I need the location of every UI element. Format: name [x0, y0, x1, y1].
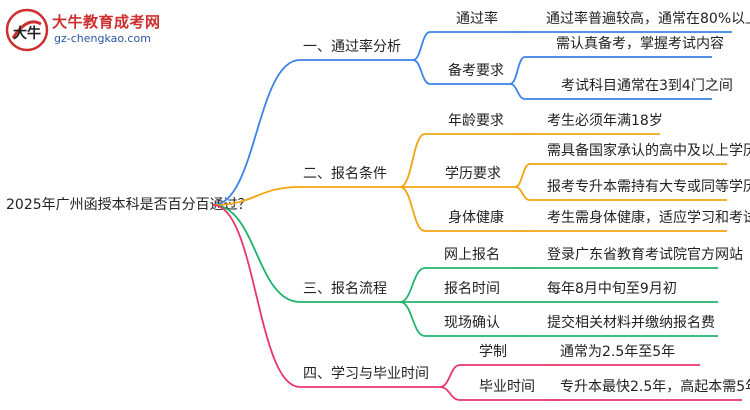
sub-connector — [439, 364, 461, 388]
logo-mark-icon: 大牛 — [5, 8, 49, 52]
leaf-text: 提交相关材料并缴纳报名费 — [547, 314, 715, 331]
leaf-text: 每年8月中旬至9月初 — [547, 280, 677, 297]
sub-topic-label: 现场确认 — [444, 315, 500, 331]
leaf-text: 专升本最快2.5年，高起本需5年 — [560, 378, 750, 395]
leaf-text: 通常为2.5年至5年 — [560, 344, 675, 360]
branch-label: 二、报名条件 — [303, 165, 387, 182]
leaf-text: 登录广东省教育考试院官方网站 — [547, 247, 743, 263]
leaf-text: 考试科目通常在3到4门之间 — [561, 78, 733, 94]
sub-topic-label: 备考要求 — [448, 62, 504, 79]
sub-connector — [399, 267, 426, 303]
branch-connector — [212, 186, 301, 206]
branch-connector — [212, 204, 301, 388]
sub-connector — [399, 186, 426, 232]
sub-connector — [399, 133, 426, 188]
leaf-text: 报考专升本需持有大专或同等学历 — [547, 178, 750, 195]
svg-text:大牛: 大牛 — [13, 25, 41, 42]
leaf-connector — [509, 83, 526, 100]
sub-topic-label: 毕业时间 — [479, 379, 535, 395]
leaf-text: 考生必须年满18岁 — [547, 113, 663, 129]
leaf-text: 通过率普遍较高，通常在80%以上 — [546, 10, 750, 27]
leaf-text: 需认真备考，掌握考试内容 — [556, 35, 724, 52]
sub-topic-label: 通过率 — [456, 10, 498, 27]
branch-connector — [212, 204, 301, 303]
sub-topic-label: 学历要求 — [445, 166, 501, 182]
logo-url: gz-chengkao.com — [54, 32, 151, 45]
leaf-text: 考生需身体健康，适应学习和考试 — [547, 209, 750, 226]
sub-connector — [439, 386, 461, 401]
sub-connector — [412, 59, 431, 85]
sub-topic-label: 报名时间 — [444, 281, 500, 297]
root-topic: 2025年广州函授本科是否百分百通过？ — [6, 197, 252, 213]
leaf-text: 需具备国家承认的高中及以上学历 — [547, 142, 750, 159]
sub-topic-label: 学制 — [479, 344, 507, 360]
branch-label: 三、报名流程 — [303, 281, 387, 297]
sub-topic-label: 身体健康 — [448, 209, 504, 226]
sub-connector — [399, 301, 426, 337]
leaf-connector — [514, 186, 531, 201]
sub-topic-label: 网上报名 — [444, 247, 500, 263]
leaf-connector — [509, 56, 526, 85]
branch-label: 四、学习与毕业时间 — [303, 366, 429, 382]
site-logo: 大牛 大牛教育成考网 gz-chengkao.com — [2, 8, 172, 54]
branch-connector — [212, 59, 301, 206]
logo-title: 大牛教育成考网 — [52, 13, 161, 31]
sub-topic-label: 年龄要求 — [448, 113, 504, 129]
sub-connector — [412, 31, 431, 61]
leaf-connector — [514, 163, 531, 188]
branch-label: 一、通过率分析 — [303, 38, 401, 55]
